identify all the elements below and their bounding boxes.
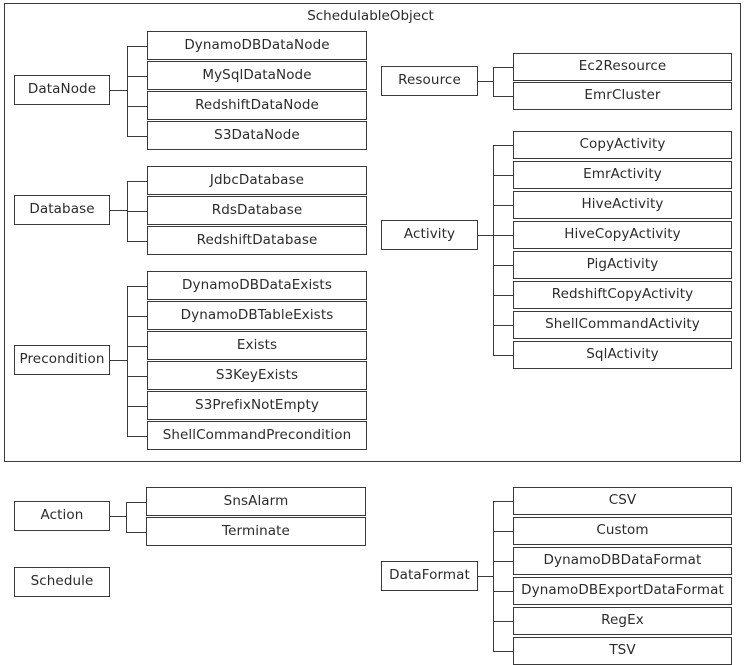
connector-child	[127, 106, 147, 108]
node-sql-activity[interactable]: SqlActivity	[513, 341, 732, 369]
group-frame-schedulable-object	[4, 3, 741, 462]
node-dynamo-dbdata-node[interactable]: DynamoDBDataNode	[147, 31, 367, 60]
connector-child	[493, 265, 513, 267]
connector-parent-stub	[478, 235, 494, 237]
node-my-sql-data-node[interactable]: MySqlDataNode	[147, 61, 367, 90]
node-action[interactable]: Action	[14, 501, 110, 531]
connector-child	[127, 376, 147, 378]
connector-child	[493, 235, 513, 237]
node-terminate[interactable]: Terminate	[146, 517, 366, 546]
node-dynamo-dbtable-exists[interactable]: DynamoDBTableExists	[147, 301, 367, 330]
connector-child	[127, 136, 147, 138]
connector-parent-stub	[110, 516, 126, 518]
connector-child	[127, 46, 147, 48]
connector-bus	[493, 501, 495, 651]
connector-child	[493, 67, 513, 69]
node-data-format[interactable]: DataFormat	[381, 561, 478, 591]
connector-child	[493, 145, 513, 147]
connector-child	[493, 561, 513, 563]
connector-parent-stub	[110, 90, 126, 92]
connector-child	[493, 96, 513, 98]
node-pig-activity[interactable]: PigActivity	[513, 251, 732, 279]
connector-child	[493, 651, 513, 653]
node-redshift-data-node[interactable]: RedshiftDataNode	[147, 91, 367, 120]
node-tsv[interactable]: TSV	[513, 637, 732, 665]
connector-bus	[126, 502, 128, 532]
connector-child	[493, 175, 513, 177]
connector-child	[127, 316, 147, 318]
connector-child	[127, 211, 147, 213]
node-sns-alarm[interactable]: SnsAlarm	[146, 487, 366, 516]
node-redshift-database[interactable]: RedshiftDatabase	[147, 226, 367, 255]
connector-child	[493, 531, 513, 533]
connector-bus	[493, 145, 495, 355]
connector-child	[127, 76, 147, 78]
connector-child	[493, 325, 513, 327]
node-schedule[interactable]: Schedule	[14, 567, 110, 597]
connector-child	[126, 532, 146, 534]
connector-parent-link	[126, 360, 128, 362]
connector-bus	[493, 67, 495, 96]
connector-child	[127, 286, 147, 288]
node-emr-cluster[interactable]: EmrCluster	[513, 82, 732, 110]
connector-child	[127, 241, 147, 243]
connector-parent-link	[126, 210, 128, 212]
connector-parent-stub	[110, 210, 126, 212]
node-s3-key-exists[interactable]: S3KeyExists	[147, 361, 367, 390]
node-copy-activity[interactable]: CopyActivity	[513, 131, 732, 159]
node-custom[interactable]: Custom	[513, 517, 732, 545]
connector-parent-stub	[478, 81, 494, 83]
node-reg-ex[interactable]: RegEx	[513, 607, 732, 635]
node-shell-command-precondition[interactable]: ShellCommandPrecondition	[147, 421, 367, 450]
connector-child	[493, 295, 513, 297]
group-title: SchedulableObject	[307, 8, 434, 24]
node-redshift-copy-activity[interactable]: RedshiftCopyActivity	[513, 281, 732, 309]
connector-child	[493, 591, 513, 593]
connector-parent-stub	[110, 360, 126, 362]
node-hive-activity[interactable]: HiveActivity	[513, 191, 732, 219]
connector-child	[493, 205, 513, 207]
node-dynamo-dbexport-data-format[interactable]: DynamoDBExportDataFormat	[513, 577, 732, 605]
connector-child	[493, 621, 513, 623]
node-dynamo-dbdata-format[interactable]: DynamoDBDataFormat	[513, 547, 732, 575]
connector-parent-stub	[478, 576, 494, 578]
connector-child	[493, 355, 513, 357]
node-data-node[interactable]: DataNode	[14, 75, 110, 105]
connector-child	[127, 406, 147, 408]
node-shell-command-activity[interactable]: ShellCommandActivity	[513, 311, 732, 339]
connector-parent-link	[126, 90, 128, 92]
node-exists[interactable]: Exists	[147, 331, 367, 360]
node-rds-database[interactable]: RdsDatabase	[147, 196, 367, 225]
node-dynamo-dbdata-exists[interactable]: DynamoDBDataExists	[147, 271, 367, 300]
node-s3-prefix-not-empty[interactable]: S3PrefixNotEmpty	[147, 391, 367, 420]
connector-child	[127, 436, 147, 438]
connector-child	[493, 501, 513, 503]
node-precondition[interactable]: Precondition	[14, 345, 110, 375]
node-s3-data-node[interactable]: S3DataNode	[147, 121, 367, 150]
node-ec2-resource[interactable]: Ec2Resource	[513, 53, 732, 81]
node-resource[interactable]: Resource	[381, 66, 478, 96]
node-csv[interactable]: CSV	[513, 487, 732, 515]
node-hive-copy-activity[interactable]: HiveCopyActivity	[513, 221, 732, 249]
node-activity[interactable]: Activity	[381, 220, 478, 250]
node-emr-activity[interactable]: EmrActivity	[513, 161, 732, 189]
connector-child	[126, 502, 146, 504]
connector-child	[127, 181, 147, 183]
connector-child	[127, 346, 147, 348]
node-jdbc-database[interactable]: JdbcDatabase	[147, 166, 367, 195]
node-database[interactable]: Database	[14, 195, 110, 225]
